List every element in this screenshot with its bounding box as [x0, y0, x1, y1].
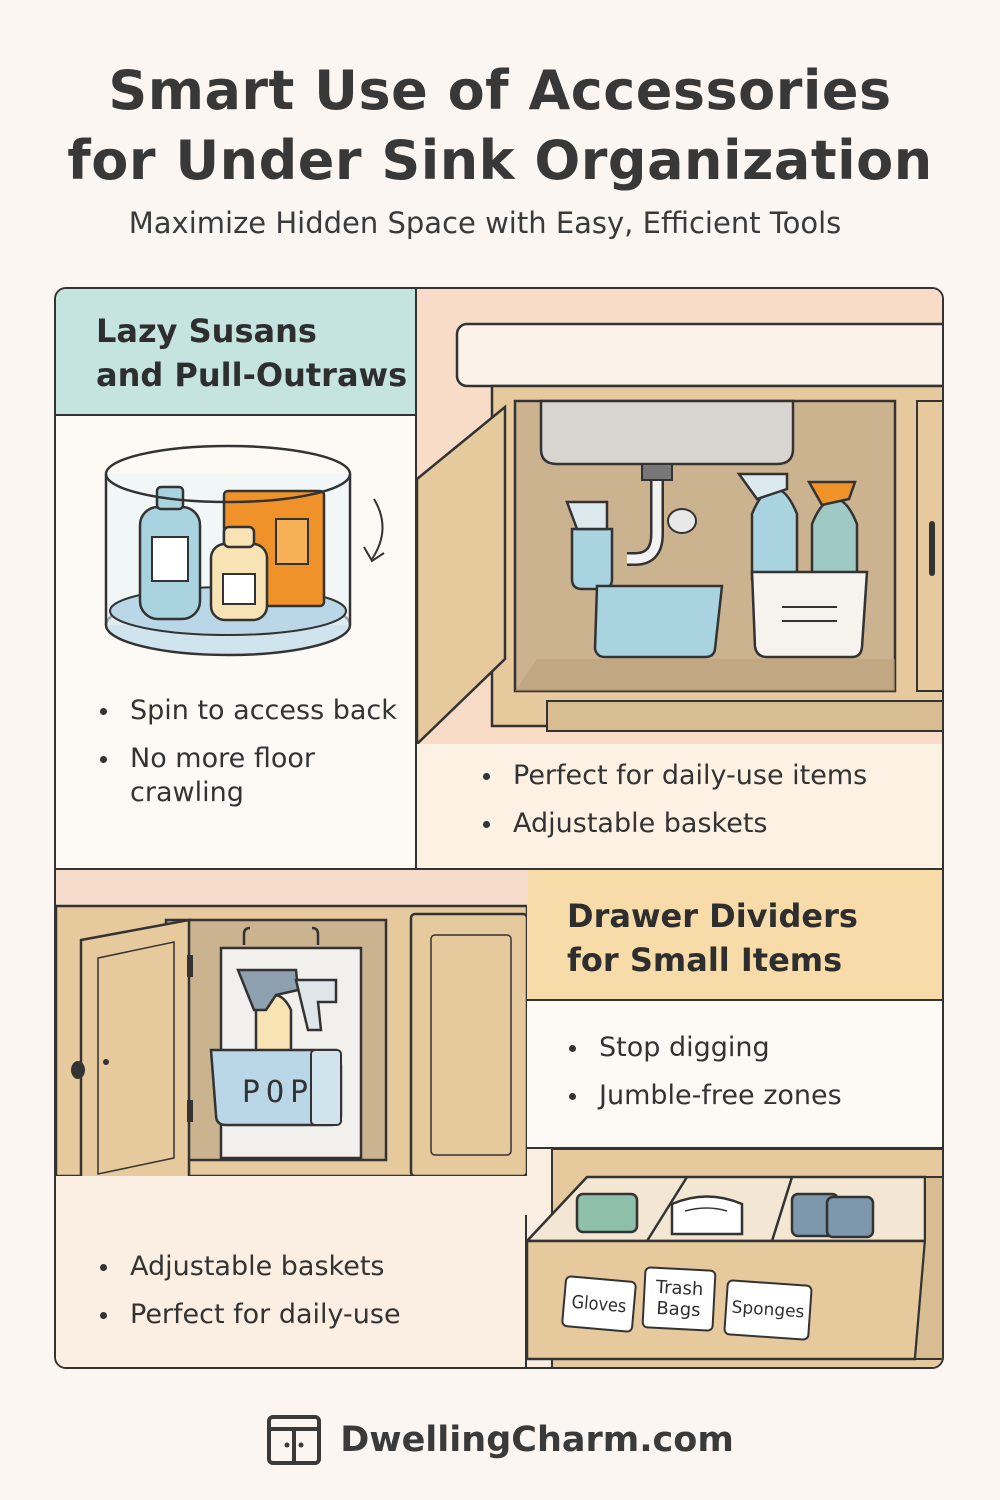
list-item: Perfect for daily-use — [100, 1298, 500, 1332]
door-mounted-basket-illustration: POP — [56, 870, 527, 1215]
page-subtitle: Maximize Hidden Space with Easy, Efficie… — [128, 206, 842, 240]
door-mounted-panel: POP Adjustable baskets Perfect for daily… — [56, 870, 527, 1367]
basket-label: POP — [242, 1075, 314, 1110]
pull-out-basket-panel: Perfect for daily-use items Adjustable b… — [417, 289, 942, 870]
lazy-susan-bullets: Spin to access back No more floor crawli… — [100, 694, 400, 824]
drawer-dividers-text-area: Stop digging Jumble-free zones — [527, 1001, 942, 1149]
cabinet-icon — [267, 1415, 322, 1465]
pull-out-basket-bullets: Perfect for daily-use items Adjustable b… — [483, 759, 933, 855]
drawer-label-gloves: Gloves — [560, 1274, 638, 1334]
drawer-dividers-panel: Drawer Dividers for Small Items Stop dig… — [527, 870, 942, 1367]
lazy-susan-panel: Lazy Susans and Pull-Outraws Spin to acc… — [56, 289, 417, 870]
list-item: Perfect for daily-use items — [483, 759, 933, 793]
drawer-label-trash-bags: Trash Bags — [641, 1266, 717, 1332]
drawer-dividers-bullets: Stop digging Jumble-free zones — [569, 1031, 929, 1127]
list-item: No more floor crawling — [100, 742, 400, 810]
list-item: Jumble-free zones — [569, 1079, 929, 1113]
drawer-illustration — [527, 1149, 942, 1367]
list-item: Stop digging — [569, 1031, 929, 1065]
list-item: Spin to access back — [100, 694, 400, 728]
door-mounted-bullets: Adjustable baskets Perfect for daily-use — [100, 1250, 500, 1346]
lazy-susan-illustration — [104, 444, 385, 657]
list-item: Adjustable baskets — [100, 1250, 500, 1284]
panel-grid: Lazy Susans and Pull-Outraws Spin to acc… — [54, 287, 944, 1369]
footer: DwellingCharm.com — [0, 1410, 1000, 1470]
drawer-label-sponges: Sponges — [723, 1279, 813, 1341]
brand-name[interactable]: DwellingCharm.com — [340, 1420, 734, 1460]
page-title: Smart Use of Accessories for Under Sink … — [67, 59, 933, 192]
under-sink-cabinet-illustration — [417, 289, 942, 744]
rotate-arrow-icon — [371, 498, 384, 560]
lazy-susan-heading: Lazy Susans and Pull-Outraws — [56, 289, 415, 416]
drawer-dividers-heading: Drawer Dividers for Small Items — [527, 870, 942, 1001]
list-item: Adjustable baskets — [483, 807, 933, 841]
